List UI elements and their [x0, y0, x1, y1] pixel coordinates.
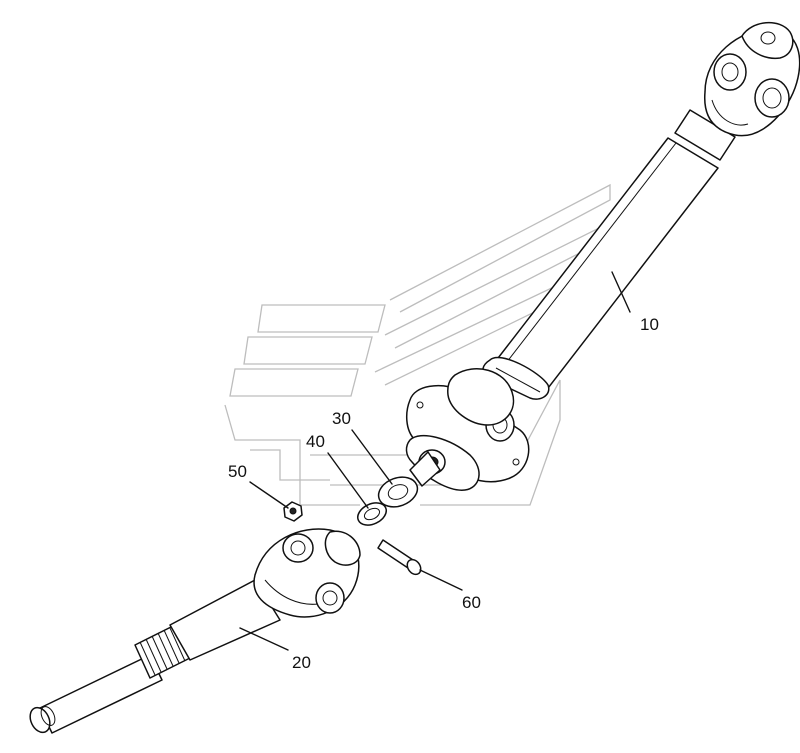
- lower-shaft-tube: [169, 579, 281, 661]
- upper-lower-yoke: [447, 367, 515, 426]
- washer-40: [357, 502, 387, 526]
- bolt-60: [377, 539, 422, 576]
- lower-shaft-rod: [39, 654, 163, 734]
- callout-60: 60: [462, 593, 481, 612]
- callout-40: 40: [306, 432, 325, 451]
- leader-lines: [239, 271, 631, 651]
- leader-50: [249, 481, 289, 509]
- upper-shaft-assembly: [405, 21, 800, 491]
- upper-mounting-flange: [405, 384, 530, 483]
- callout-50: 50: [228, 462, 247, 481]
- leader-40: [327, 452, 369, 509]
- callout-10: 10: [640, 315, 659, 334]
- leader-20: [239, 627, 289, 651]
- leader-10: [611, 271, 631, 313]
- nut-50: [283, 501, 303, 522]
- leader-30: [351, 429, 393, 485]
- washer-30: [377, 476, 419, 508]
- lower-shaft-assembly: [29, 528, 361, 734]
- callout-20: 20: [292, 653, 311, 672]
- upper-shaft-tube: [494, 137, 719, 393]
- leader-60: [419, 569, 463, 591]
- callout-30: 30: [332, 409, 351, 428]
- callout-labels: 10 20 30 40 50 60: [228, 315, 659, 672]
